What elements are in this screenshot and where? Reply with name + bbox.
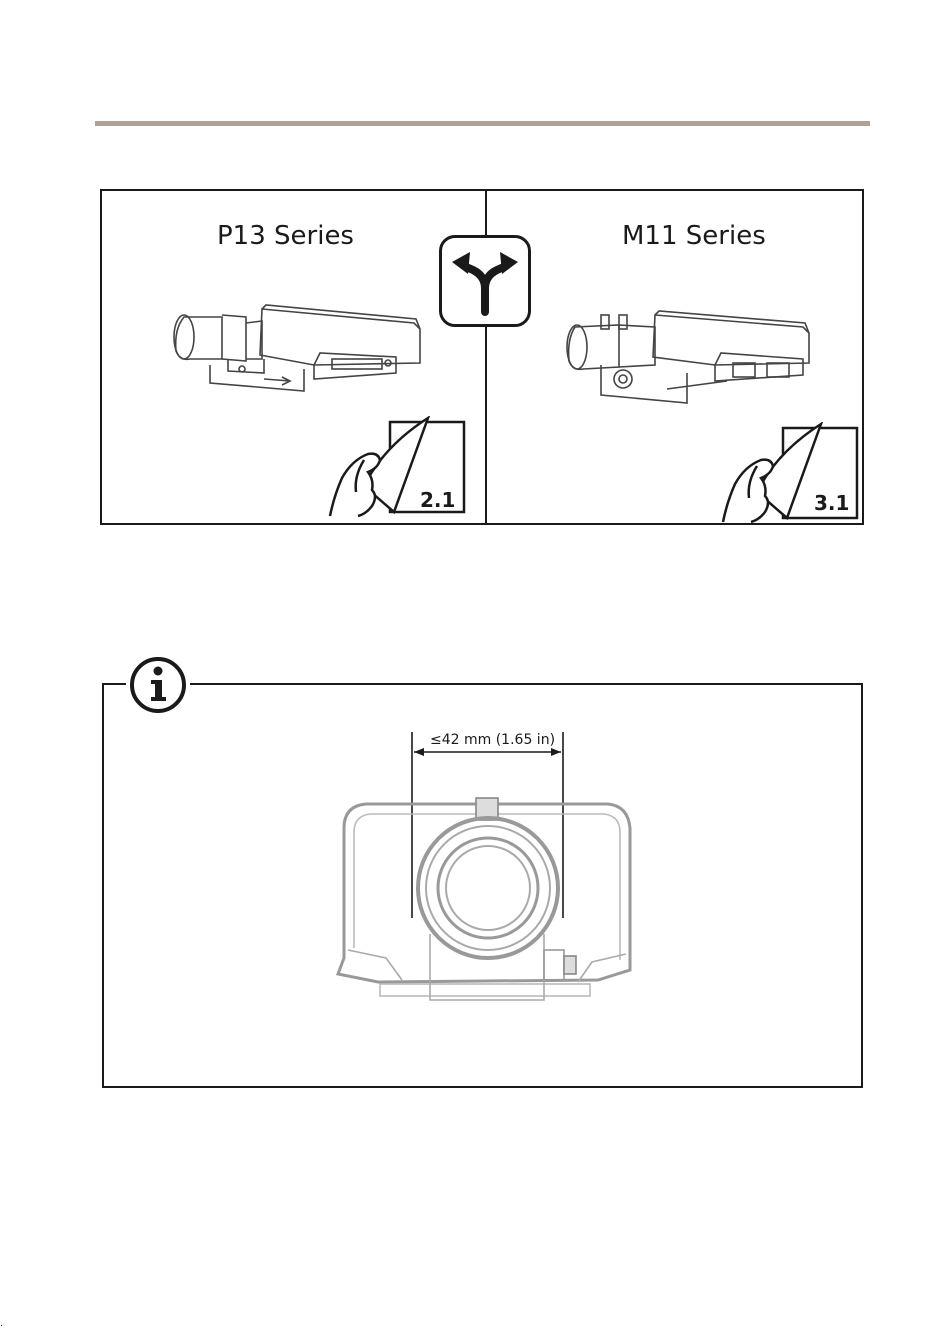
page-ref-2-1: 2.1 [420, 488, 455, 512]
series-selection-panel: P13 Series M11 Series [100, 189, 864, 525]
page-ref-3-1: 3.1 [814, 491, 849, 515]
p13-series-label: P13 Series [217, 221, 354, 251]
m11-series-label: M11 Series [622, 221, 766, 251]
branching-arrows-icon [439, 235, 531, 327]
m11-camera-illustration [557, 305, 819, 415]
p13-camera-illustration [164, 299, 436, 399]
camera-front-illustration [330, 728, 636, 1008]
header-rule [95, 121, 870, 126]
info-icon [126, 655, 190, 715]
